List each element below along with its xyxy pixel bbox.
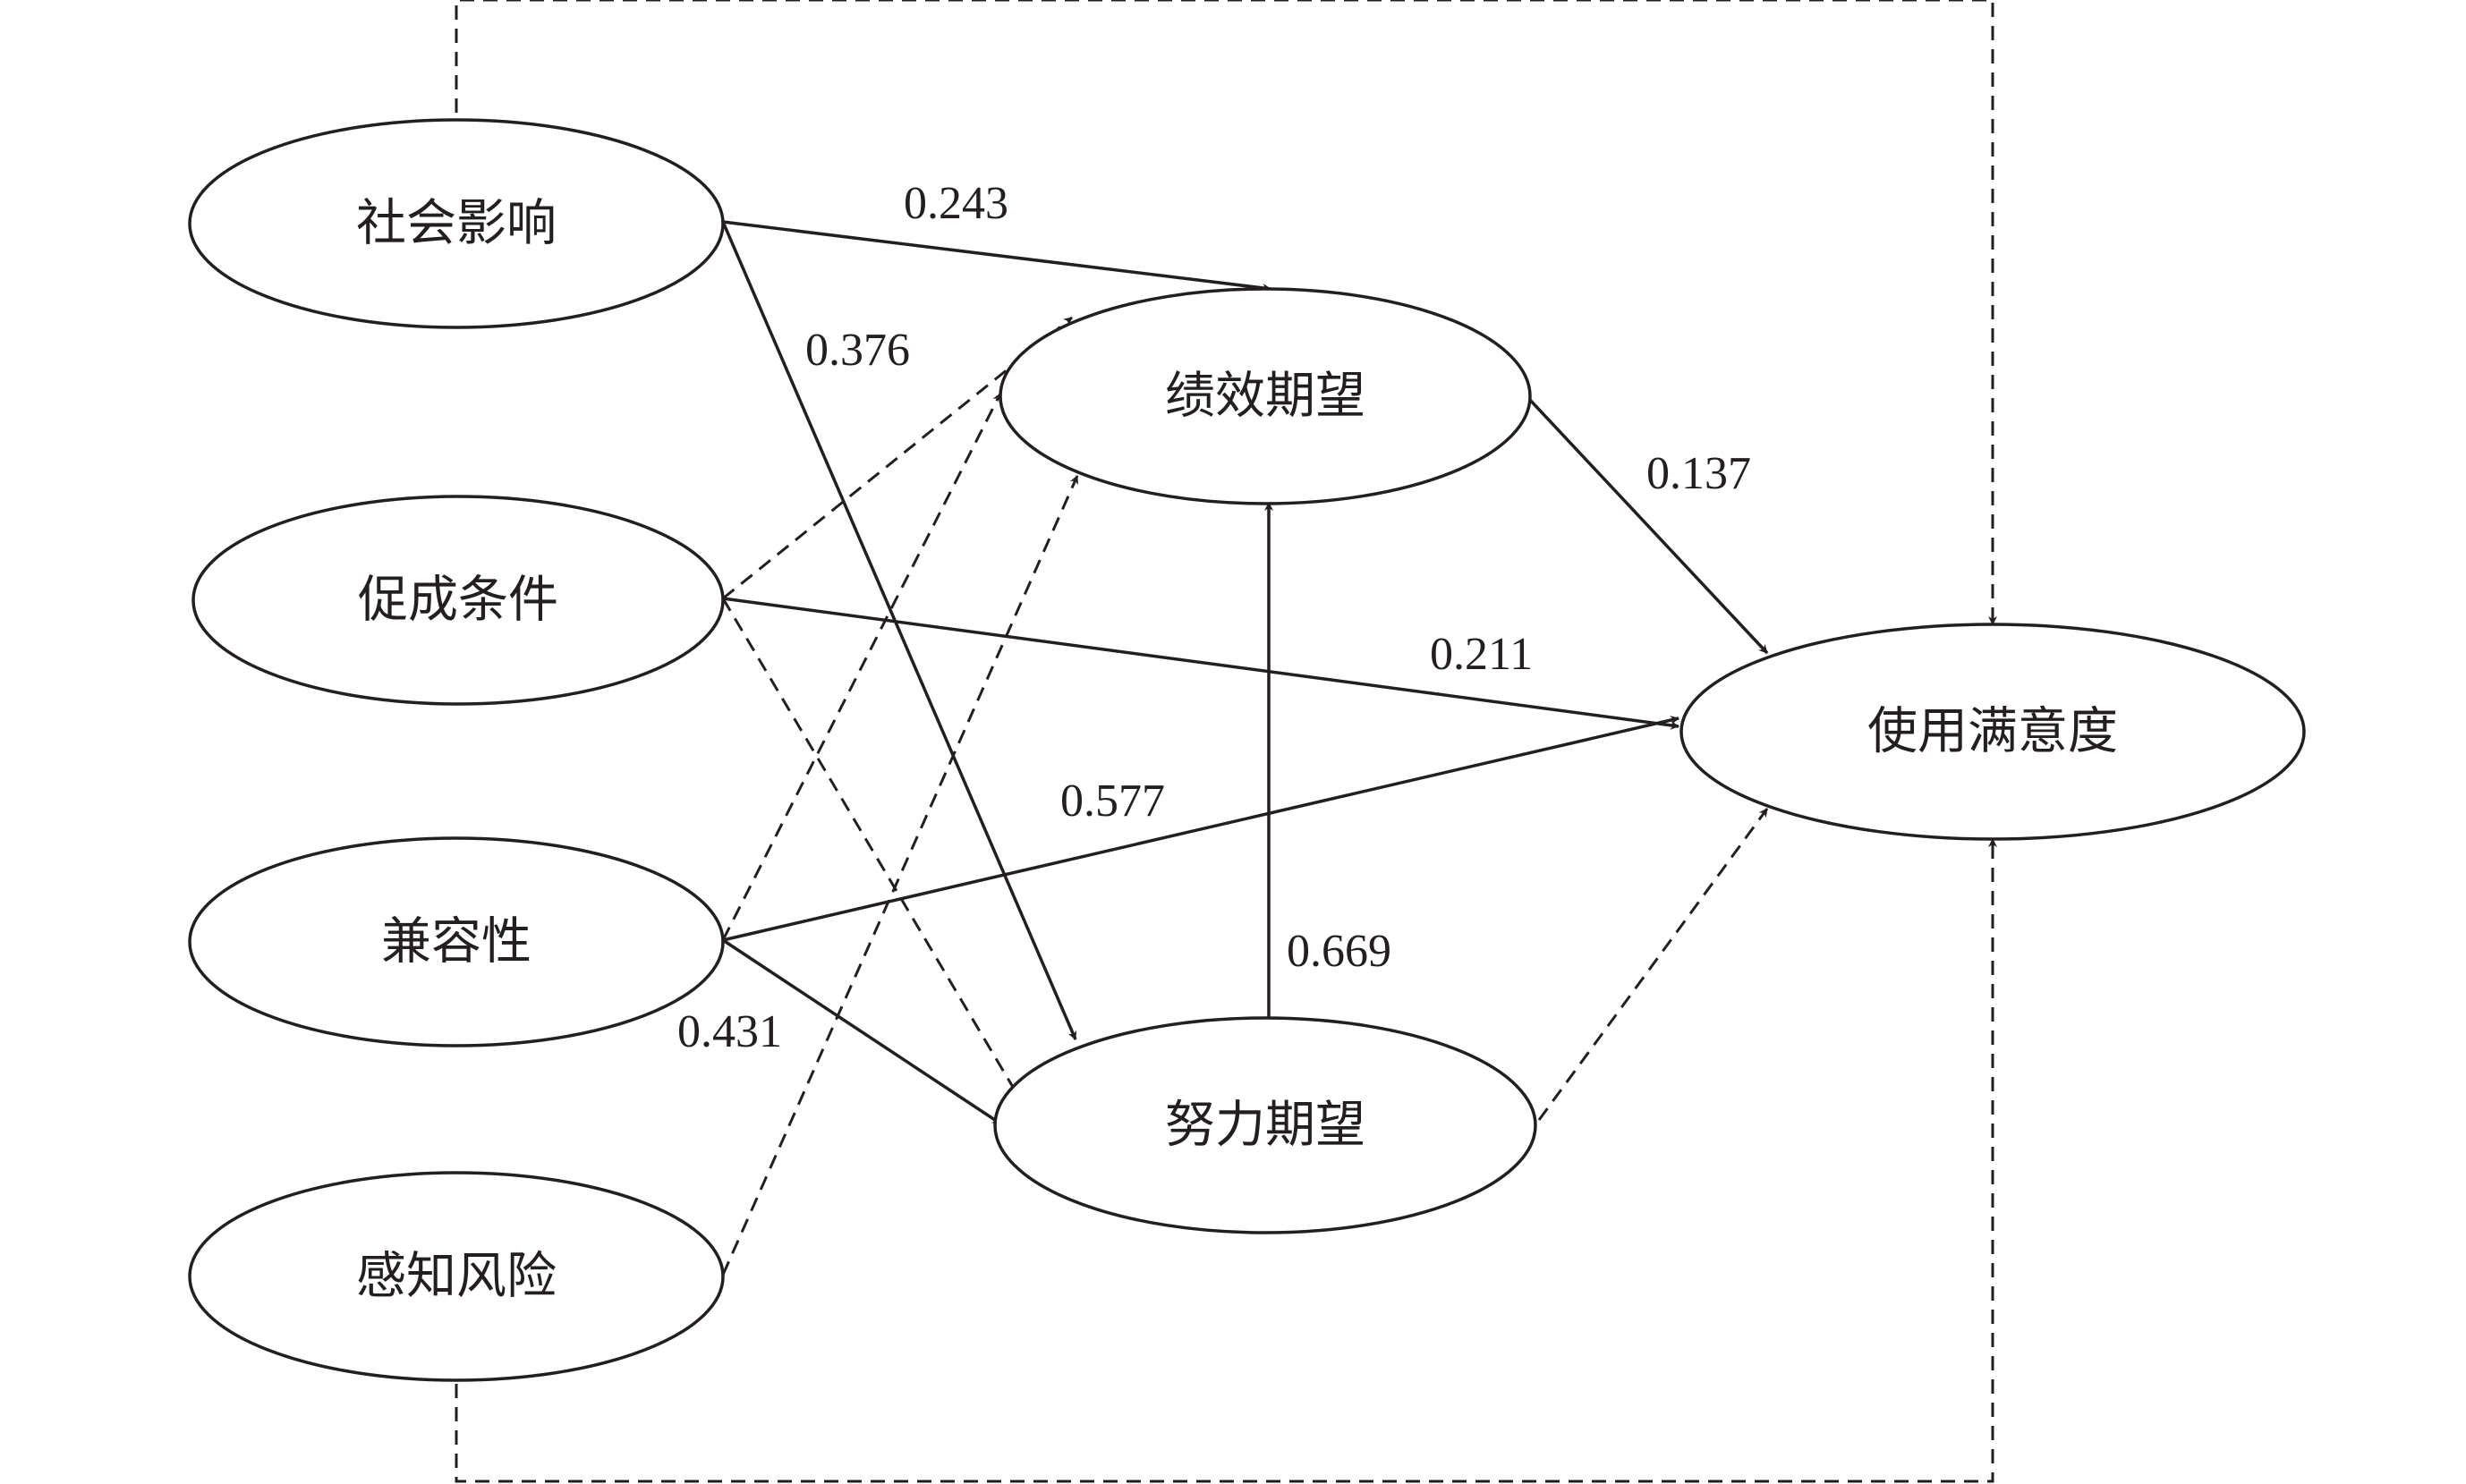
node-label-effort-expectancy: 努力期望	[1165, 1097, 1365, 1155]
edge-compatibility-to-effort-expectancy	[722, 938, 1001, 1125]
node-label-use-satisfaction: 使用满意度	[1867, 703, 2118, 761]
edge-social-influence-to-performance-expectancy	[722, 220, 1271, 293]
node-label-compatibility: 兼容性	[381, 913, 531, 971]
edge-perceived-risk-to-use-satisfaction	[455, 838, 1997, 1483]
edge-perceived-risk-to-performance-expectancy	[721, 475, 1079, 1276]
edge-compatibility-to-use-satisfaction	[722, 716, 1679, 942]
node-facilitating-conditions: 促成条件	[191, 495, 725, 706]
node-performance-expectancy: 绩效期望	[999, 287, 1532, 505]
edge-facilitating-conditions-to-use-satisfaction	[722, 597, 1679, 730]
node-social-influence: 社会影响	[188, 118, 725, 329]
edge-performance-expectancy-to-use-satisfaction	[1526, 396, 1769, 655]
edge-label-social-to-effort: 0.376	[805, 325, 910, 376]
edge-label-social-to-performance: 0.243	[904, 178, 1008, 229]
node-label-facilitating-conditions: 促成条件	[358, 572, 558, 630]
edge-label-performance-to-satisfaction: 0.137	[1646, 448, 1751, 499]
node-label-perceived-risk: 感知风险	[356, 1248, 557, 1306]
edge-label-compatibility-to-effort: 0.431	[677, 1006, 782, 1057]
edge-social-influence-to-effort-expectancy	[721, 221, 1077, 1040]
edge-compatibility-to-performance-expectancy	[721, 393, 1002, 941]
edge-label-compatibility-to-satisfaction: 0.577	[1060, 776, 1165, 827]
edge-effort-expectancy-to-use-satisfaction	[1537, 808, 1769, 1121]
node-use-satisfaction: 使用满意度	[1679, 623, 2306, 841]
node-compatibility: 兼容性	[188, 836, 725, 1047]
node-label-performance-expectancy: 绩效期望	[1165, 368, 1365, 426]
node-effort-expectancy: 努力期望	[993, 1016, 1537, 1234]
node-perceived-risk: 感知风险	[188, 1171, 725, 1382]
node-label-social-influence: 社会影响	[356, 195, 557, 253]
edge-social-influence-to-use-satisfaction	[455, 0, 1997, 625]
edge-label-facilitating-to-satisfaction: 0.211	[1430, 629, 1533, 680]
edge-label-effort-to-performance: 0.669	[1287, 926, 1391, 977]
